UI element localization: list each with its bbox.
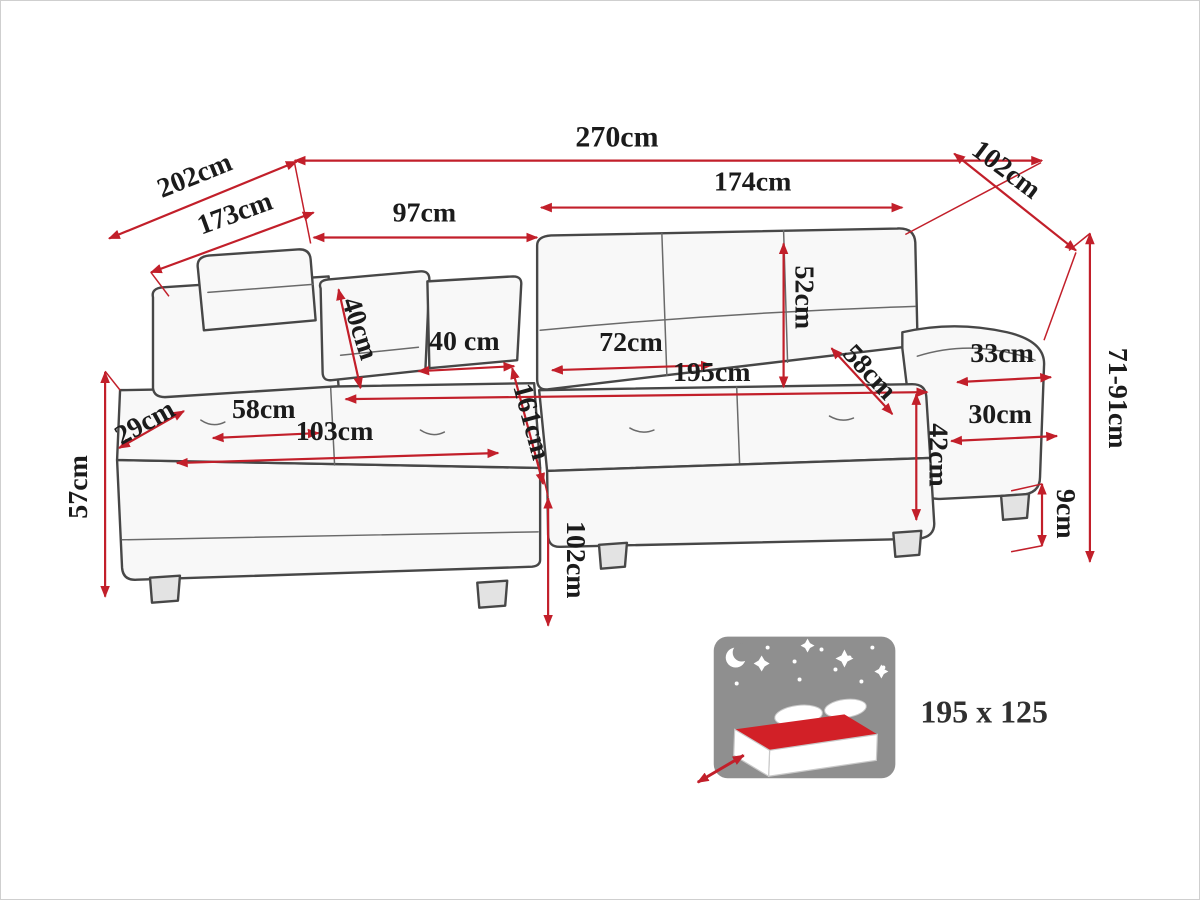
dimension-label: 71-91cm (1102, 348, 1133, 449)
bed-icon (696, 698, 879, 784)
moon-mask (732, 643, 751, 662)
star-icon (797, 677, 802, 682)
dim-chaise-seat-width: 58cm (211, 394, 320, 443)
dim-front-depth-bottom: 102cm (543, 496, 591, 627)
dimension-label: 42cm (922, 423, 953, 487)
dimension-line (830, 347, 894, 415)
dimension-line (118, 410, 185, 449)
sofa-leg (999, 492, 1031, 522)
dimension-line (344, 387, 929, 404)
dimension-label: 174cm (714, 167, 792, 198)
seam-line (207, 283, 314, 294)
dim-overall-width: 270cm (293, 121, 1044, 166)
dimension-line (956, 372, 1053, 387)
dimension-label: 9cm (1050, 489, 1081, 539)
dimension-line (417, 361, 516, 376)
dim-leg-height: 9cm (1037, 482, 1081, 547)
dimension-label: 202cm (153, 147, 237, 205)
dimension-label: 195cm (673, 357, 751, 388)
extension-line (1010, 545, 1043, 553)
dimension-label: 58cm (232, 394, 296, 425)
dimension-line (336, 288, 363, 390)
dimension-label: 52cm (789, 266, 820, 330)
seam-line (828, 415, 855, 421)
dimension-label: 97cm (393, 198, 457, 229)
dimension-label: 57cm (63, 455, 94, 519)
dimension-line (953, 152, 1077, 252)
extension-line (293, 163, 312, 244)
seam-line (661, 232, 668, 376)
star-icon (819, 647, 824, 652)
sofa-leg (148, 574, 182, 604)
star-icon (835, 649, 854, 668)
sofa-leg (597, 541, 629, 570)
extension-line (150, 271, 170, 297)
extension-line (1043, 252, 1077, 341)
dim-seat-width: 195cm (344, 357, 929, 404)
extension-line (1010, 483, 1043, 492)
seam-line (629, 427, 655, 433)
bed-side-face (733, 728, 771, 778)
dimension-line (550, 360, 713, 375)
seam-line (121, 531, 539, 541)
dimension-label: 30cm (968, 399, 1032, 430)
seam-line (200, 419, 226, 426)
dimension-line (175, 448, 500, 468)
dimension-line (950, 431, 1059, 446)
dimension-label: 270cm (575, 121, 658, 154)
dim-chaise-length: 103cm (175, 416, 500, 468)
dimension-label: 173cm (193, 186, 276, 242)
stars (734, 638, 889, 686)
dimension-label: 33cm (970, 338, 1034, 369)
dimension-label: 40 cm (429, 326, 500, 357)
star-icon (800, 638, 815, 653)
dim-chaise-back-width: 97cm (312, 198, 539, 243)
sleeping-area-size: 195 x 125 (920, 694, 1048, 729)
dim-backrest-width: 174cm (539, 167, 904, 213)
dim-backrest-height: 52cm (778, 242, 820, 389)
dim-back-depth-top: 102cm (953, 134, 1077, 252)
star-icon (859, 679, 864, 684)
sleeping-function-badge: 195 x 125 (696, 636, 1048, 784)
dim-side-height-left: 57cm (63, 370, 110, 598)
dimension-line (107, 160, 298, 240)
dim-overall-height: 71-91cm (1085, 232, 1133, 563)
star-icon (870, 645, 875, 650)
dimension-line (149, 211, 315, 274)
seam-line (539, 305, 917, 332)
pillow (426, 275, 523, 370)
dimension-label: 103cm (296, 416, 374, 447)
pullout-direction-arrow (696, 754, 745, 784)
main-base (545, 456, 936, 549)
dimension-line (211, 428, 320, 443)
headrest (196, 248, 317, 332)
sofa-leg (476, 579, 509, 609)
star-icon (734, 681, 739, 686)
dimension-label: 102cm (560, 521, 591, 599)
bed-mattress-top (734, 714, 878, 751)
dimension-line (510, 367, 545, 486)
star-icon (765, 645, 770, 650)
extension-line (104, 370, 121, 391)
star-icon (792, 659, 797, 664)
star-icon (753, 655, 770, 672)
chaise-base (115, 458, 542, 581)
dim-armrest-inner-width: 30cm (950, 399, 1059, 446)
dimension-label: 72cm (599, 327, 663, 358)
sofa-leg (892, 529, 923, 558)
star-icon (874, 664, 889, 679)
seam-line (916, 347, 1036, 361)
dim-armrest-top-width: 33cm (956, 338, 1053, 387)
dim-pillow-width: 40 cm (417, 326, 516, 376)
seam-line (419, 429, 446, 436)
star-icon (833, 667, 838, 672)
dim-seat-height: 42cm (911, 392, 953, 522)
dim-seat-depth: 72cm (550, 327, 713, 375)
